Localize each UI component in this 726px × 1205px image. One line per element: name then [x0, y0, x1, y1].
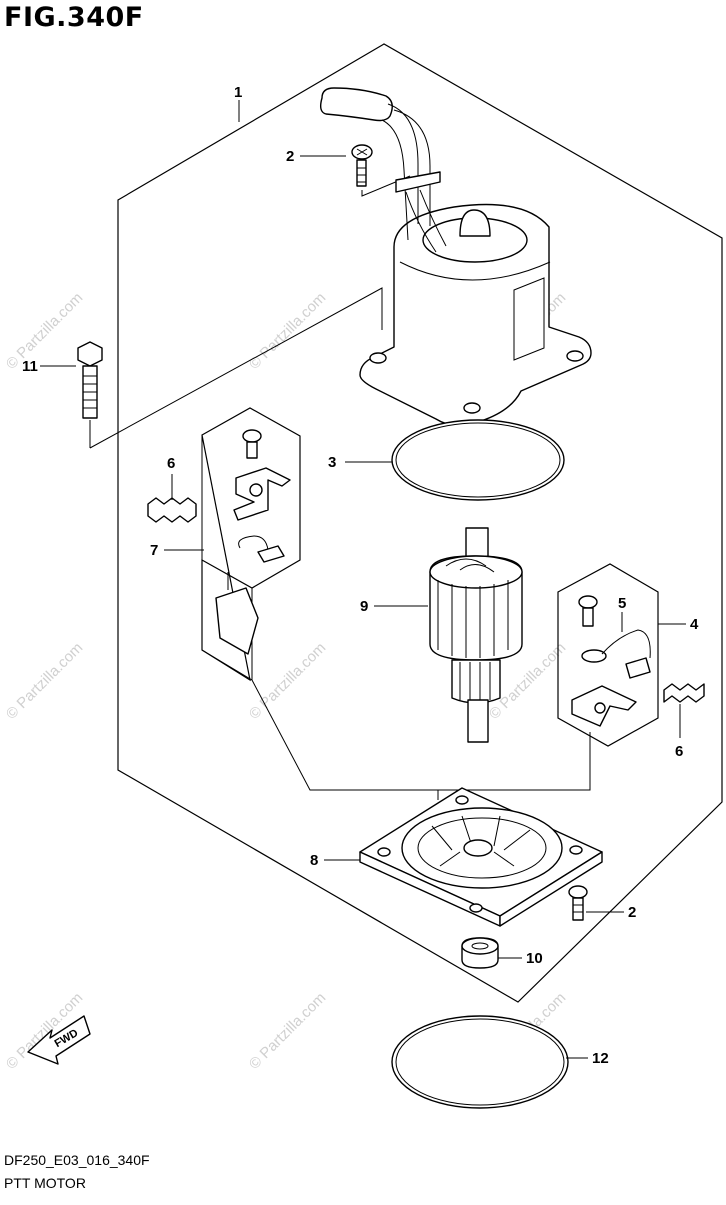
callout-9: 9	[360, 598, 368, 615]
callout-7: 7	[150, 542, 158, 559]
watermark: © Partzilla.com	[246, 989, 329, 1072]
figure-code: DF250_E03_016_340F	[4, 1152, 150, 1168]
callout-2-bottom: 2	[628, 904, 636, 921]
end-plate-8	[359, 787, 603, 927]
watermark: © Partzilla.com	[246, 639, 329, 722]
bushing-10	[461, 937, 499, 969]
assembly-outline	[117, 43, 723, 1003]
bolt-11	[77, 287, 383, 449]
brush-holder-7-group	[201, 407, 301, 682]
callout-11: 11	[22, 358, 38, 375]
watermark: © Partzilla.com	[3, 289, 86, 372]
o-ring-12	[391, 1015, 569, 1109]
motor-housing	[319, 87, 592, 427]
callout-1: 1	[234, 84, 242, 101]
figure-name: PTT MOTOR	[4, 1175, 86, 1191]
o-ring-3	[391, 419, 565, 501]
armature-9	[429, 527, 523, 743]
watermark: © Partzilla.com	[246, 289, 329, 372]
callout-numbers: 1 2 3 11 6 7 9 5 4 6 8 2 10 12	[22, 84, 699, 1067]
spring-6-right	[663, 683, 705, 703]
watermark: © Partzilla.com	[3, 639, 86, 722]
screw-2-top	[351, 144, 411, 197]
callout-8: 8	[310, 852, 318, 869]
leader-lines	[40, 100, 686, 1059]
callout-5: 5	[618, 595, 626, 612]
callout-6-right: 6	[675, 743, 683, 760]
spring-6-left	[147, 497, 197, 523]
callout-12: 12	[592, 1050, 609, 1067]
screw-2-bottom	[568, 885, 588, 921]
callout-4: 4	[690, 616, 699, 633]
callout-2-top: 2	[286, 148, 294, 165]
fwd-direction-arrow: FWD	[27, 1015, 91, 1065]
brush-holder-4-group	[251, 563, 659, 791]
figure-title: FIG.340F	[4, 2, 144, 33]
callout-3: 3	[328, 454, 336, 471]
callout-10: 10	[526, 950, 543, 967]
callout-6-left: 6	[167, 455, 175, 472]
